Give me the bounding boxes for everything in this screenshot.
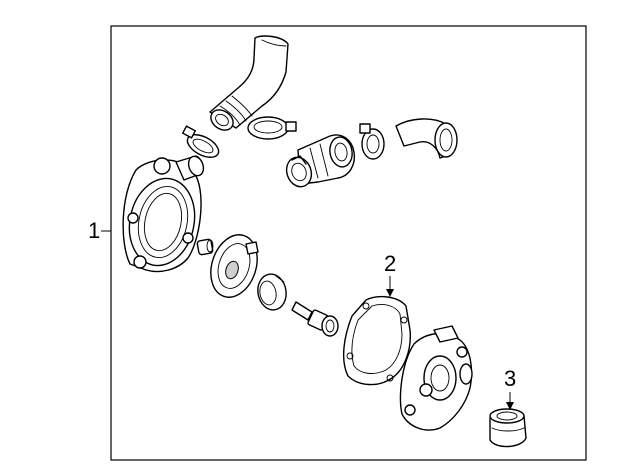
upper-hose: [209, 35, 289, 131]
hose-clamp-left: [182, 125, 220, 158]
impeller-flange: [210, 234, 259, 298]
callout-3-arrowhead: [506, 402, 514, 410]
shaft-bolt: [291, 301, 339, 337]
coolant-outlet: [285, 134, 356, 188]
callout-3-label: 3: [504, 366, 516, 391]
bearing-seal: [257, 273, 287, 311]
hose-clamp-top: [247, 116, 297, 140]
diagram-frame: [110, 25, 587, 461]
water-pump-housing: [122, 155, 205, 273]
bypass-hose: [395, 118, 458, 159]
callout-1-label: 1: [88, 218, 100, 243]
seal-cap: [489, 408, 527, 448]
callout-2-arrowhead: [386, 289, 394, 297]
plug: [196, 238, 214, 256]
callout-3[interactable]: 3: [504, 366, 516, 410]
callout-2[interactable]: 2: [384, 251, 396, 297]
callout-1[interactable]: 1: [88, 218, 111, 243]
water-pump: [399, 325, 473, 431]
hose-clamp-right: [359, 123, 385, 160]
callout-2-label: 2: [384, 251, 396, 276]
gasket: [342, 295, 411, 386]
